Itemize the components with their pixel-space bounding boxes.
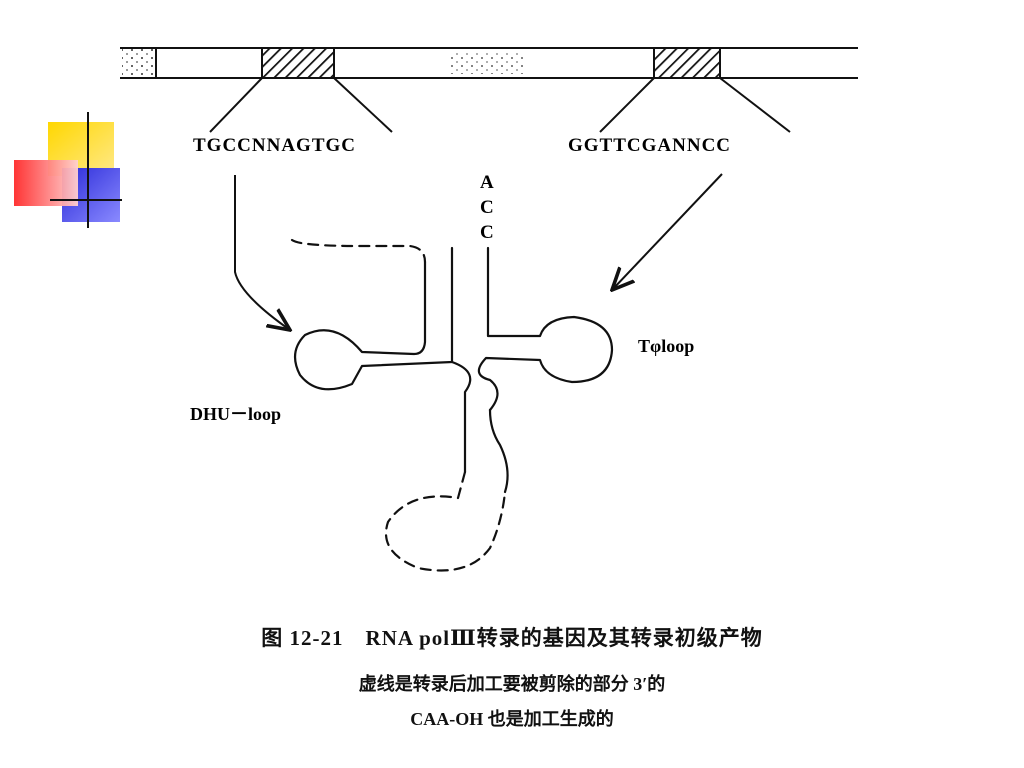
intron-dashed [384, 470, 507, 572]
ornament-red-square [14, 160, 78, 206]
box-b-sequence: GGTTCGANNCC [568, 135, 731, 156]
dhu-loop-label: DHU－loop [190, 404, 281, 424]
box-b-arrow [612, 173, 723, 290]
tpsi-arm [477, 246, 614, 412]
stem-left [450, 360, 472, 474]
tpsi-loop-label: Tφloop [638, 336, 694, 356]
acceptor-base-a: A [480, 172, 494, 193]
stem-right [488, 408, 509, 494]
box-connectors [209, 77, 791, 133]
figure-caption-line2: 虚线是转录后加工要被剪除的部分 3′的 [358, 674, 666, 694]
acceptor-base-c2: C [480, 222, 494, 243]
gene-bar [120, 47, 858, 79]
leader-dashed [290, 238, 427, 264]
box-a-sequence: TGCCNNAGTGC [193, 135, 356, 156]
gene-intron-region [448, 52, 524, 74]
box-a-hatched [261, 47, 335, 79]
box-a-arrow [234, 175, 290, 330]
gene-leader-region [122, 49, 156, 77]
acceptor-base-c1: C [480, 197, 494, 218]
figure-caption-title: 图 12-21 RNA polⅢ转录的基因及其转录初级产物 [261, 626, 763, 650]
dhu-arm [293, 246, 454, 391]
trna-cloverleaf [290, 238, 614, 572]
slide-ornament [14, 112, 122, 228]
figure-caption-line3: CAA-OH 也是加工生成的 [410, 709, 614, 729]
box-b-hatched [653, 47, 721, 79]
